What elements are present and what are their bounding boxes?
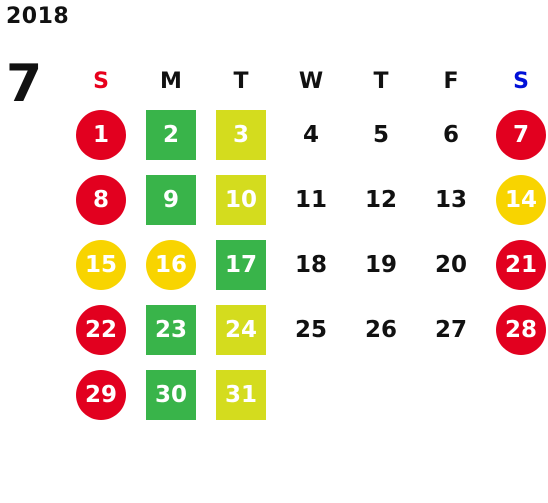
day-cell[interactable]: 1 [66, 102, 136, 167]
day-number: 9 [146, 174, 196, 225]
day-cell[interactable]: 10 [206, 167, 276, 232]
day-number: 11 [294, 186, 327, 213]
day-cell[interactable]: 27 [416, 297, 486, 362]
week-row: 22 23 24 25 26 27 28 [66, 297, 548, 362]
day-cell[interactable]: 30 [136, 362, 206, 427]
week-row: 15 16 17 18 19 20 21 [66, 232, 548, 297]
day-cell[interactable]: 13 [416, 167, 486, 232]
day-number: 23 [146, 304, 196, 355]
day-number: 20 [434, 251, 467, 278]
day-number: 30 [146, 369, 196, 420]
calendar-year: 2018 [6, 4, 70, 29]
day-number: 25 [294, 316, 327, 343]
day-cell[interactable]: 14 [486, 167, 548, 232]
day-cell[interactable]: 6 [416, 102, 486, 167]
day-cell[interactable]: 17 [206, 232, 276, 297]
day-cell[interactable]: 11 [276, 167, 346, 232]
day-number: 6 [442, 121, 459, 148]
day-number: 14 [496, 174, 546, 225]
weekday-thursday: T [373, 68, 389, 94]
day-cell[interactable]: 15 [66, 232, 136, 297]
day-number: 27 [434, 316, 467, 343]
weekday-monday: M [160, 68, 182, 94]
day-number: 8 [76, 174, 126, 225]
day-cell[interactable]: 24 [206, 297, 276, 362]
weekday-tuesday: T [233, 68, 249, 94]
day-number: 15 [76, 239, 126, 290]
day-number: 2 [146, 109, 196, 160]
day-number: 17 [216, 239, 266, 290]
day-cell[interactable]: 3 [206, 102, 276, 167]
day-cell[interactable]: 16 [136, 232, 206, 297]
calendar-month: 7 [6, 54, 43, 114]
day-cell[interactable]: 8 [66, 167, 136, 232]
day-cell[interactable]: 18 [276, 232, 346, 297]
day-number: 24 [216, 304, 266, 355]
day-number: 31 [216, 369, 266, 420]
day-cell [276, 362, 346, 427]
day-number: 4 [302, 121, 319, 148]
day-cell [416, 362, 486, 427]
day-number: 19 [364, 251, 397, 278]
day-number: 3 [216, 109, 266, 160]
day-number: 13 [434, 186, 467, 213]
day-number: 21 [496, 239, 546, 290]
day-number: 26 [364, 316, 397, 343]
week-row: 29 30 31 [66, 362, 548, 427]
day-cell[interactable]: 22 [66, 297, 136, 362]
day-cell[interactable]: 19 [346, 232, 416, 297]
day-number: 1 [76, 109, 126, 160]
day-cell[interactable]: 28 [486, 297, 548, 362]
day-cell[interactable]: 7 [486, 102, 548, 167]
day-number: 18 [294, 251, 327, 278]
weekday-wednesday: W [298, 68, 324, 94]
day-number: 22 [76, 304, 126, 355]
day-cell[interactable]: 12 [346, 167, 416, 232]
weekday-saturday: S [513, 68, 529, 94]
day-number: 16 [146, 239, 196, 290]
day-cell[interactable]: 23 [136, 297, 206, 362]
day-number: 28 [496, 304, 546, 355]
day-cell[interactable]: 20 [416, 232, 486, 297]
day-number: 10 [216, 174, 266, 225]
day-cell [486, 362, 548, 427]
day-number: 7 [496, 109, 546, 160]
day-cell[interactable]: 5 [346, 102, 416, 167]
day-number: 29 [76, 369, 126, 420]
day-cell[interactable]: 21 [486, 232, 548, 297]
day-cell[interactable]: 25 [276, 297, 346, 362]
weekday-sunday: S [93, 68, 109, 94]
day-cell[interactable]: 26 [346, 297, 416, 362]
day-cell[interactable]: 4 [276, 102, 346, 167]
day-cell [346, 362, 416, 427]
day-number: 12 [364, 186, 397, 213]
weekday-friday: F [443, 68, 459, 94]
day-number: 5 [372, 121, 389, 148]
day-cell[interactable]: 29 [66, 362, 136, 427]
day-cell[interactable]: 2 [136, 102, 206, 167]
day-cell[interactable]: 31 [206, 362, 276, 427]
day-cell[interactable]: 9 [136, 167, 206, 232]
